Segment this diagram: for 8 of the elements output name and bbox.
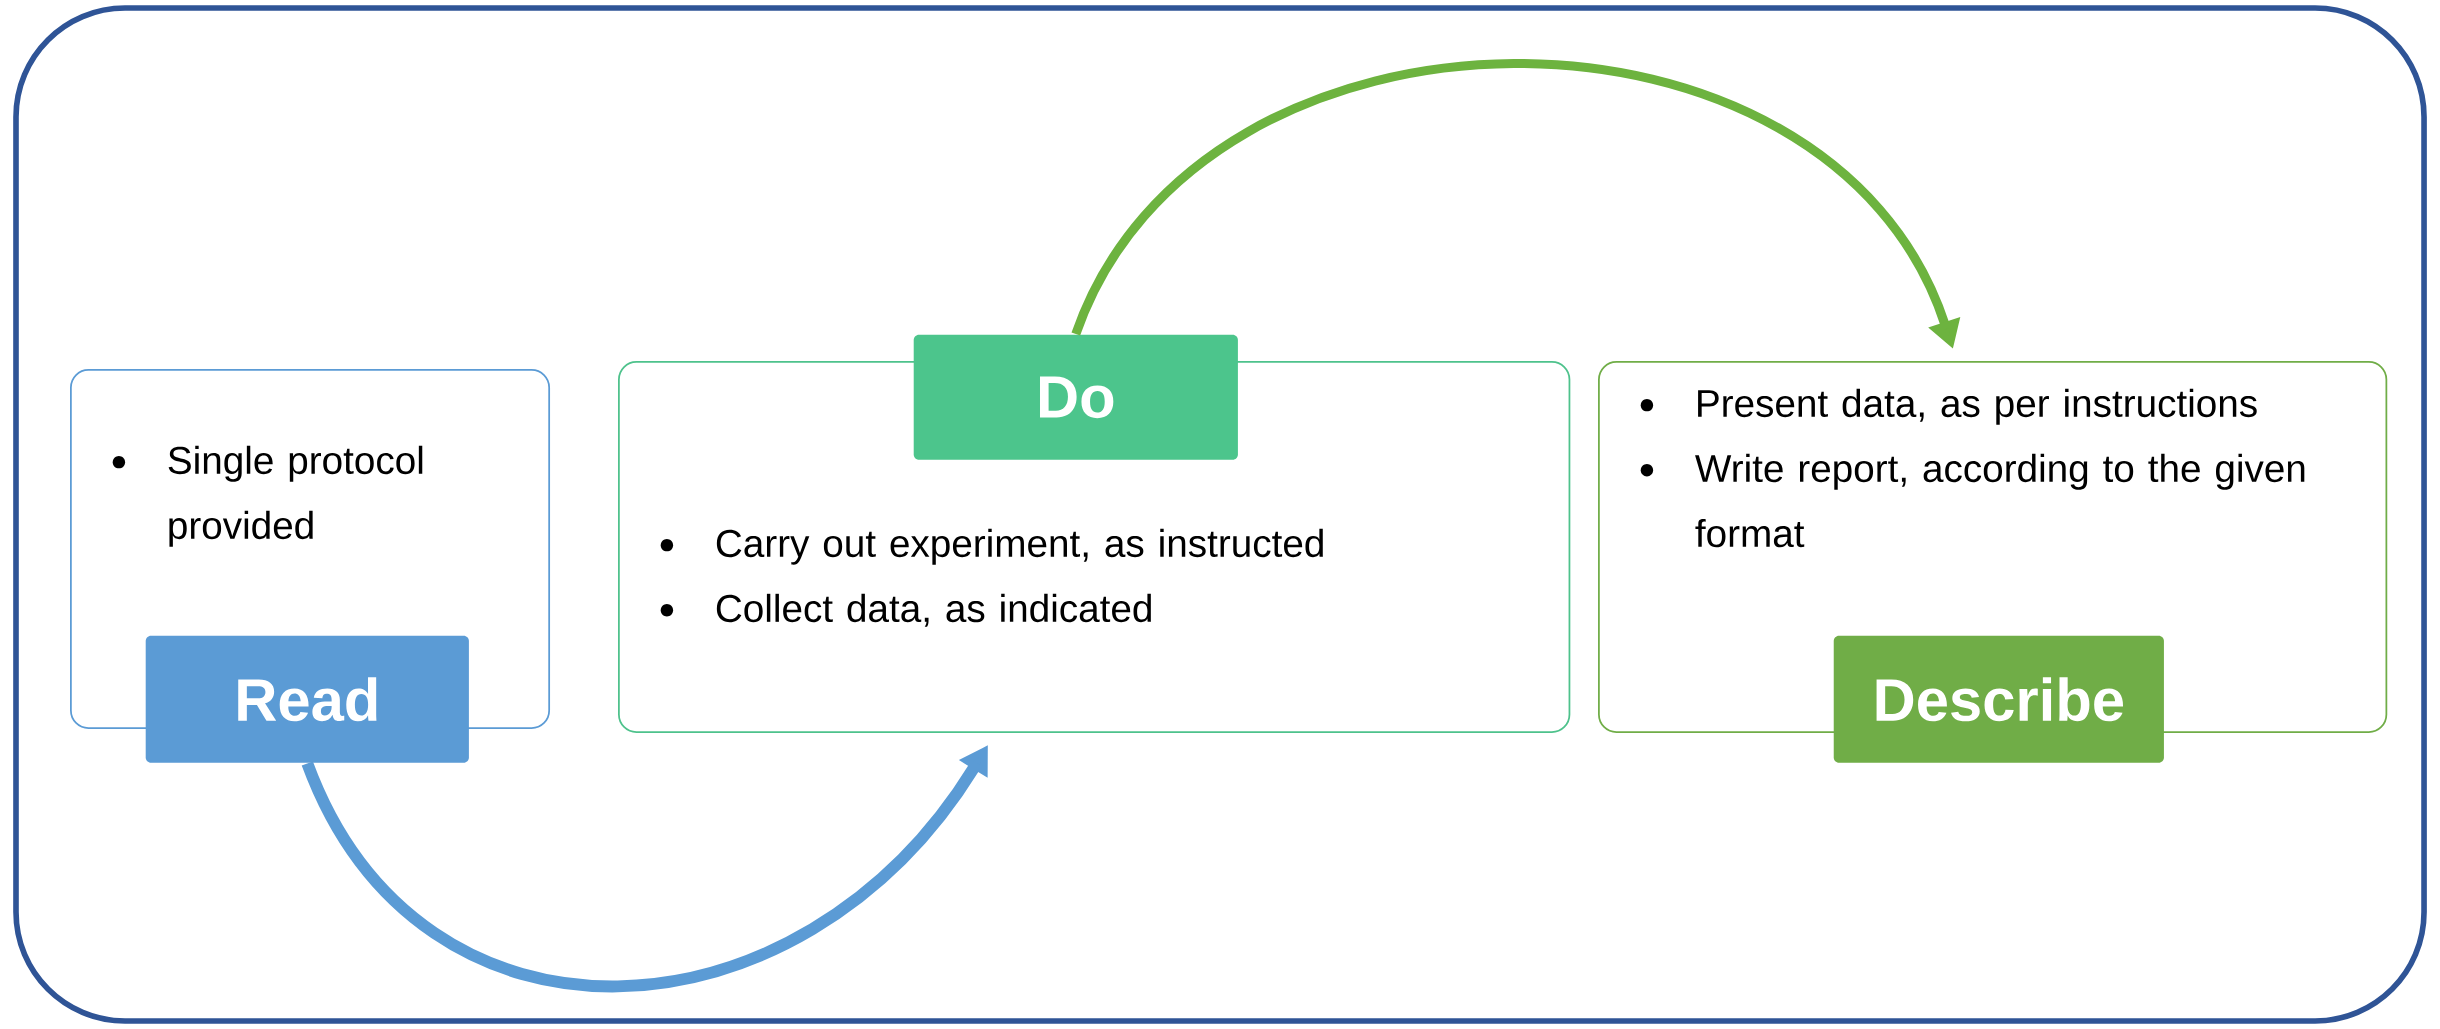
- bullet-item: Write report, according to the given format: [1695, 453, 2305, 548]
- bullet-item: Present data, as per instructions: [1698, 388, 2257, 425]
- bullet-item: Carry out experiment, as instructed: [716, 528, 1323, 565]
- bullet-item: Single protocol provided: [168, 445, 423, 547]
- tab-label: Read: [145, 635, 469, 763]
- tab-label: Do: [913, 334, 1238, 460]
- bullet-item: Collect data, as indicated: [716, 593, 1151, 627]
- tab-label: Describe: [1833, 635, 2164, 763]
